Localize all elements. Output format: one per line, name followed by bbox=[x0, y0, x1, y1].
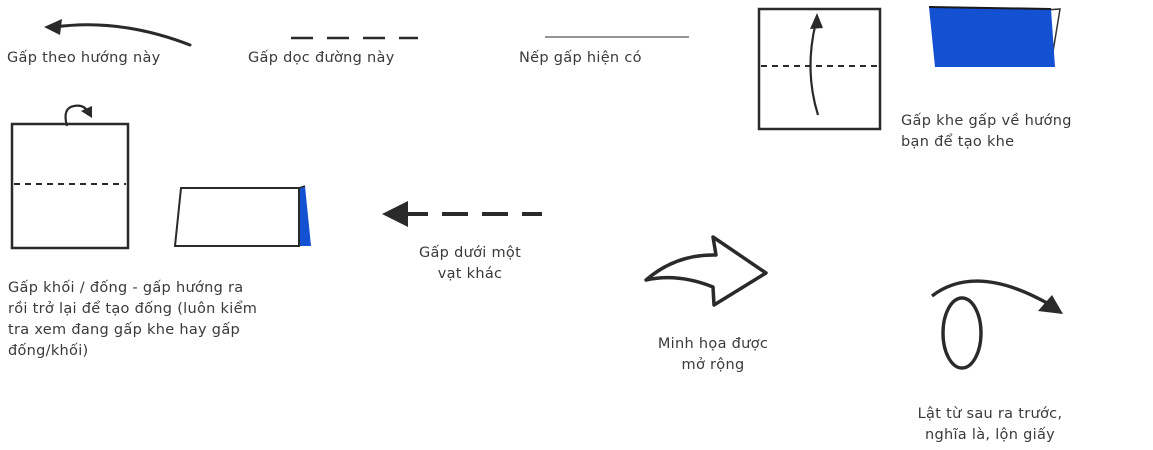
caption-line: Gấp khe gấp về hướng bbox=[901, 113, 1072, 129]
fold-direction-arrow-icon bbox=[44, 19, 192, 47]
valley-fold-result-icon bbox=[928, 6, 1061, 67]
caption-line: đống/khối) bbox=[8, 343, 89, 359]
mountain-fold-result-icon bbox=[173, 185, 311, 247]
valley-fold-caption: Gấp khe gấp về hướng bạn để tạo khe bbox=[901, 111, 1072, 153]
caption-line: vạt khác bbox=[437, 266, 503, 282]
caption-line: Gấp dưới một bbox=[418, 245, 522, 261]
enlarged-view-arrow-icon bbox=[644, 235, 768, 307]
caption-line: tra xem đang gấp khe hay gấp bbox=[8, 322, 241, 338]
turn-over-arrow-icon bbox=[930, 279, 1063, 370]
existing-crease-label: Nếp gấp hiện có bbox=[519, 50, 642, 66]
enlarged-view-caption: Minh họa được mở rộng bbox=[613, 334, 813, 376]
mountain-fold-caption: Gấp khối / đống - gấp hướng ra rồi trở l… bbox=[8, 278, 257, 362]
caption-line: Minh họa được bbox=[657, 336, 769, 352]
fold-direction-label: Gấp theo hướng này bbox=[7, 50, 161, 66]
caption-line: mở rộng bbox=[681, 357, 745, 373]
fold-under-arrow-icon bbox=[382, 201, 542, 227]
fold-under-caption: Gấp dưới một vạt khác bbox=[370, 243, 570, 285]
caption-line: Gấp khối / đống - gấp hướng ra bbox=[8, 280, 244, 296]
caption-line: nghĩa là, lộn giấy bbox=[924, 427, 1056, 443]
caption-line: Lật từ sau ra trước, bbox=[917, 406, 1063, 422]
turn-over-caption: Lật từ sau ra trước, nghĩa là, lộn giấy bbox=[880, 404, 1100, 446]
fold-along-line-label: Gấp dọc đường này bbox=[248, 50, 395, 66]
caption-line: bạn để tạo khe bbox=[901, 134, 1015, 150]
valley-fold-square-icon bbox=[757, 7, 882, 131]
caption-line: rồi trở lại để tạo đống (luôn kiểm bbox=[8, 301, 258, 317]
mountain-fold-square-icon bbox=[10, 104, 130, 250]
